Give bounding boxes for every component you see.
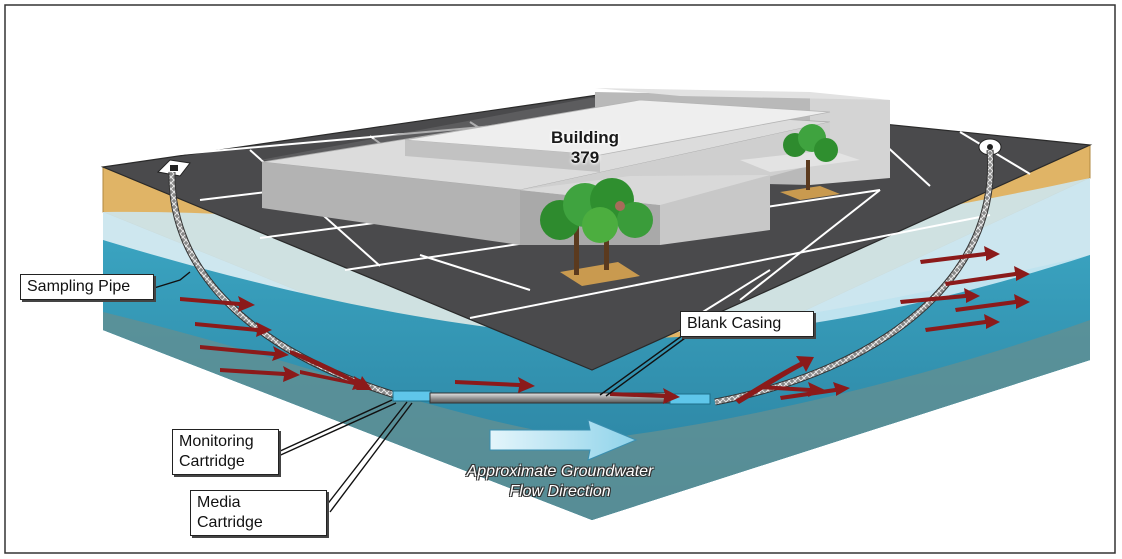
sampling-pipe-callout: Sampling Pipe bbox=[20, 274, 154, 300]
tree-group-back bbox=[780, 124, 840, 200]
building-name: Building bbox=[551, 128, 619, 147]
flow-arrow bbox=[955, 294, 1030, 312]
tree-group-front bbox=[540, 178, 653, 286]
flow-arrow bbox=[290, 350, 372, 390]
flow-arrow bbox=[220, 366, 300, 382]
monitoring-cartridge bbox=[392, 390, 432, 402]
flow-label-line1: Approximate Groundwater bbox=[466, 463, 654, 480]
flow-arrow bbox=[735, 356, 814, 404]
flow-arrow bbox=[920, 246, 1000, 264]
media-cartridge-callout: Media Cartridge bbox=[190, 490, 327, 536]
tree-planter bbox=[560, 262, 640, 286]
monitoring-cartridge-callout: Monitoring Cartridge bbox=[172, 429, 279, 475]
flow-arrow bbox=[945, 266, 1030, 286]
flow-arrow bbox=[455, 377, 535, 393]
flow-arrow bbox=[780, 382, 850, 400]
flow-arrow bbox=[300, 370, 370, 390]
blank-casing-callout: Blank Casing bbox=[680, 311, 814, 337]
flow-arrow bbox=[925, 314, 1000, 332]
wellhead-right-icon bbox=[978, 138, 1002, 156]
flow-arrow bbox=[610, 388, 680, 404]
building-number: 379 bbox=[570, 148, 600, 167]
callout-leaders bbox=[153, 271, 697, 513]
flow-arrow bbox=[195, 322, 272, 337]
flow-arrow bbox=[200, 345, 289, 361]
flow-arrow bbox=[180, 296, 255, 312]
groundwater-flow-direction-arrow bbox=[489, 419, 638, 461]
building-label: Building 379 bbox=[540, 128, 630, 168]
flow-label-line2: Flow Direction bbox=[509, 483, 611, 500]
groundwater-flow-label: Approximate Groundwater Flow Direction bbox=[420, 462, 700, 502]
flow-arrow bbox=[900, 288, 980, 304]
flow-arrows bbox=[180, 246, 1030, 404]
